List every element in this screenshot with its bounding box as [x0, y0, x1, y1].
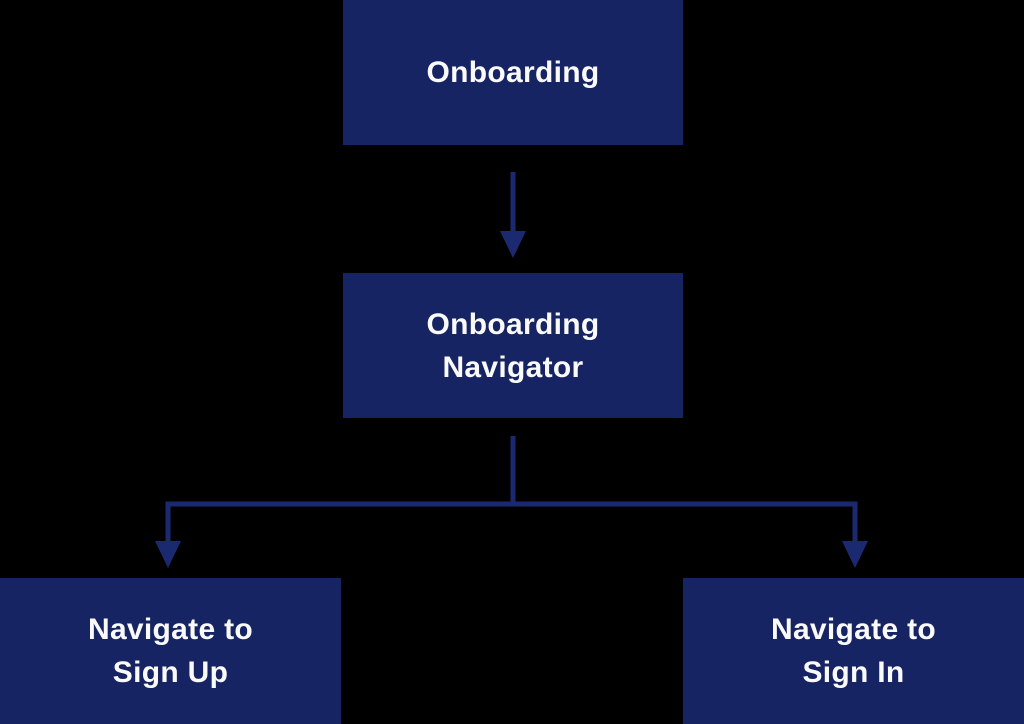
arrowhead-to-sign-in-icon: [842, 541, 868, 568]
node-navigate-to-sign-in-label-line1: Navigate to: [770, 613, 936, 646]
arrowhead-to-navigator-icon: [500, 231, 526, 258]
edge-branch-rail: [165, 501, 858, 544]
node-onboarding: Onboarding: [343, 0, 683, 145]
node-navigate-to-sign-up-label-line1: Navigate to: [87, 613, 253, 646]
node-onboarding-navigator: Onboarding Navigator: [343, 273, 683, 418]
node-onboarding-navigator-label-line1: Onboarding: [426, 307, 600, 341]
node-onboarding-label: Onboarding: [426, 56, 600, 89]
node-navigate-to-sign-up-label-line2: Sign Up: [112, 656, 229, 689]
node-onboarding-navigator-label-line2: Navigator: [442, 350, 584, 384]
node-navigate-to-sign-in: Navigate to Sign In: [683, 578, 1024, 724]
node-navigate-to-sign-in-label-line2: Sign In: [802, 656, 905, 689]
node-navigate-to-sign-up: Navigate to Sign Up: [0, 578, 341, 724]
arrowhead-to-sign-up-icon: [155, 541, 181, 568]
